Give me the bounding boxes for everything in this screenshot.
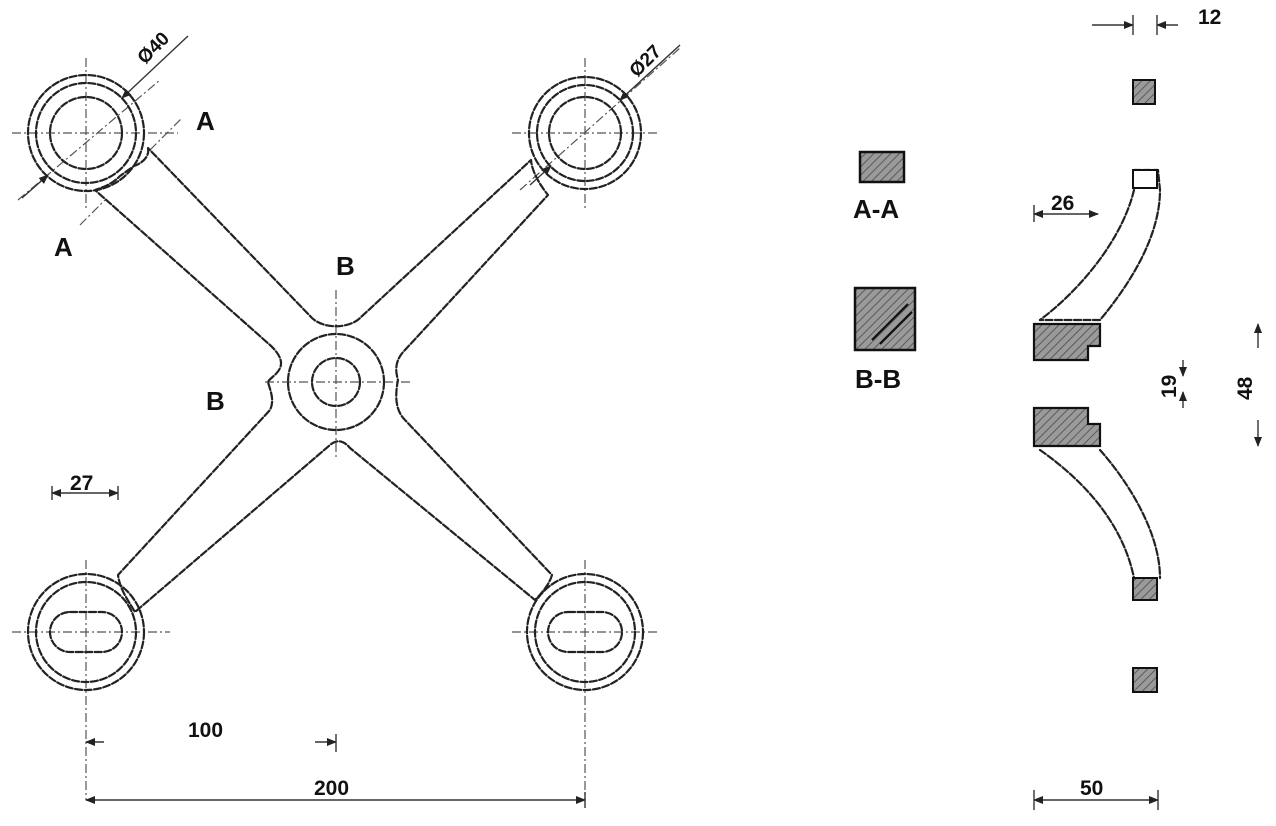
side-upper-hub: [1032, 322, 1102, 362]
section-a-a-label: A-A: [853, 194, 899, 224]
full-span-value: 200: [314, 777, 349, 800]
dimension-gap: 19: [1158, 360, 1187, 408]
boss-top-right: [527, 75, 643, 191]
side-bottom-block: [1132, 667, 1158, 693]
gap-value: 19: [1158, 375, 1181, 398]
side-lower-tip: [1132, 577, 1158, 601]
dimension-curve-offset: 26: [1033, 192, 1099, 222]
dimension-arm-width: 27: [51, 472, 119, 500]
arm-width-value: 27: [70, 472, 93, 495]
total-depth-value: 50: [1080, 777, 1103, 800]
diameter-leaders: [21, 35, 681, 199]
boss-top-left: [26, 73, 146, 193]
section-a-label-top: A: [196, 106, 215, 136]
side-upper-tip: [1132, 169, 1158, 189]
center-lines: [12, 47, 681, 800]
half-span-value: 100: [188, 719, 223, 742]
arms-outline: [93, 146, 554, 614]
front-view: Ø40 Ø27 A A B B 27 100 200: [12, 28, 681, 808]
section-b-label-left: B: [206, 386, 225, 416]
curve-offset-value: 26: [1051, 192, 1074, 215]
section-views: A-A B-B: [853, 150, 917, 394]
dimension-full-span: 200: [85, 777, 586, 808]
hub-height-value: 48: [1234, 376, 1257, 400]
dimension-total-depth: 50: [1033, 777, 1159, 810]
section-b-b-label: B-B: [855, 364, 901, 394]
side-view: 12 26 19 48 50: [1032, 6, 1262, 810]
boss-bottom-right: [525, 572, 645, 692]
center-hub: [286, 332, 386, 432]
diameter-40-label: Ø40: [134, 28, 174, 68]
diameter-27-label: Ø27: [626, 41, 666, 81]
section-a-shape: [858, 150, 906, 184]
top-width-value: 12: [1198, 6, 1221, 29]
section-a-label-bottom: A: [54, 232, 73, 262]
dimension-half-span: 100: [85, 719, 337, 752]
boss-bottom-left: [26, 572, 146, 692]
side-top-block: [1132, 79, 1156, 105]
section-b-label-top: B: [336, 251, 355, 281]
dimension-hub-height: 48: [1234, 323, 1262, 447]
side-lower-hub: [1032, 406, 1102, 448]
dimension-top-width: 12: [1092, 6, 1221, 35]
